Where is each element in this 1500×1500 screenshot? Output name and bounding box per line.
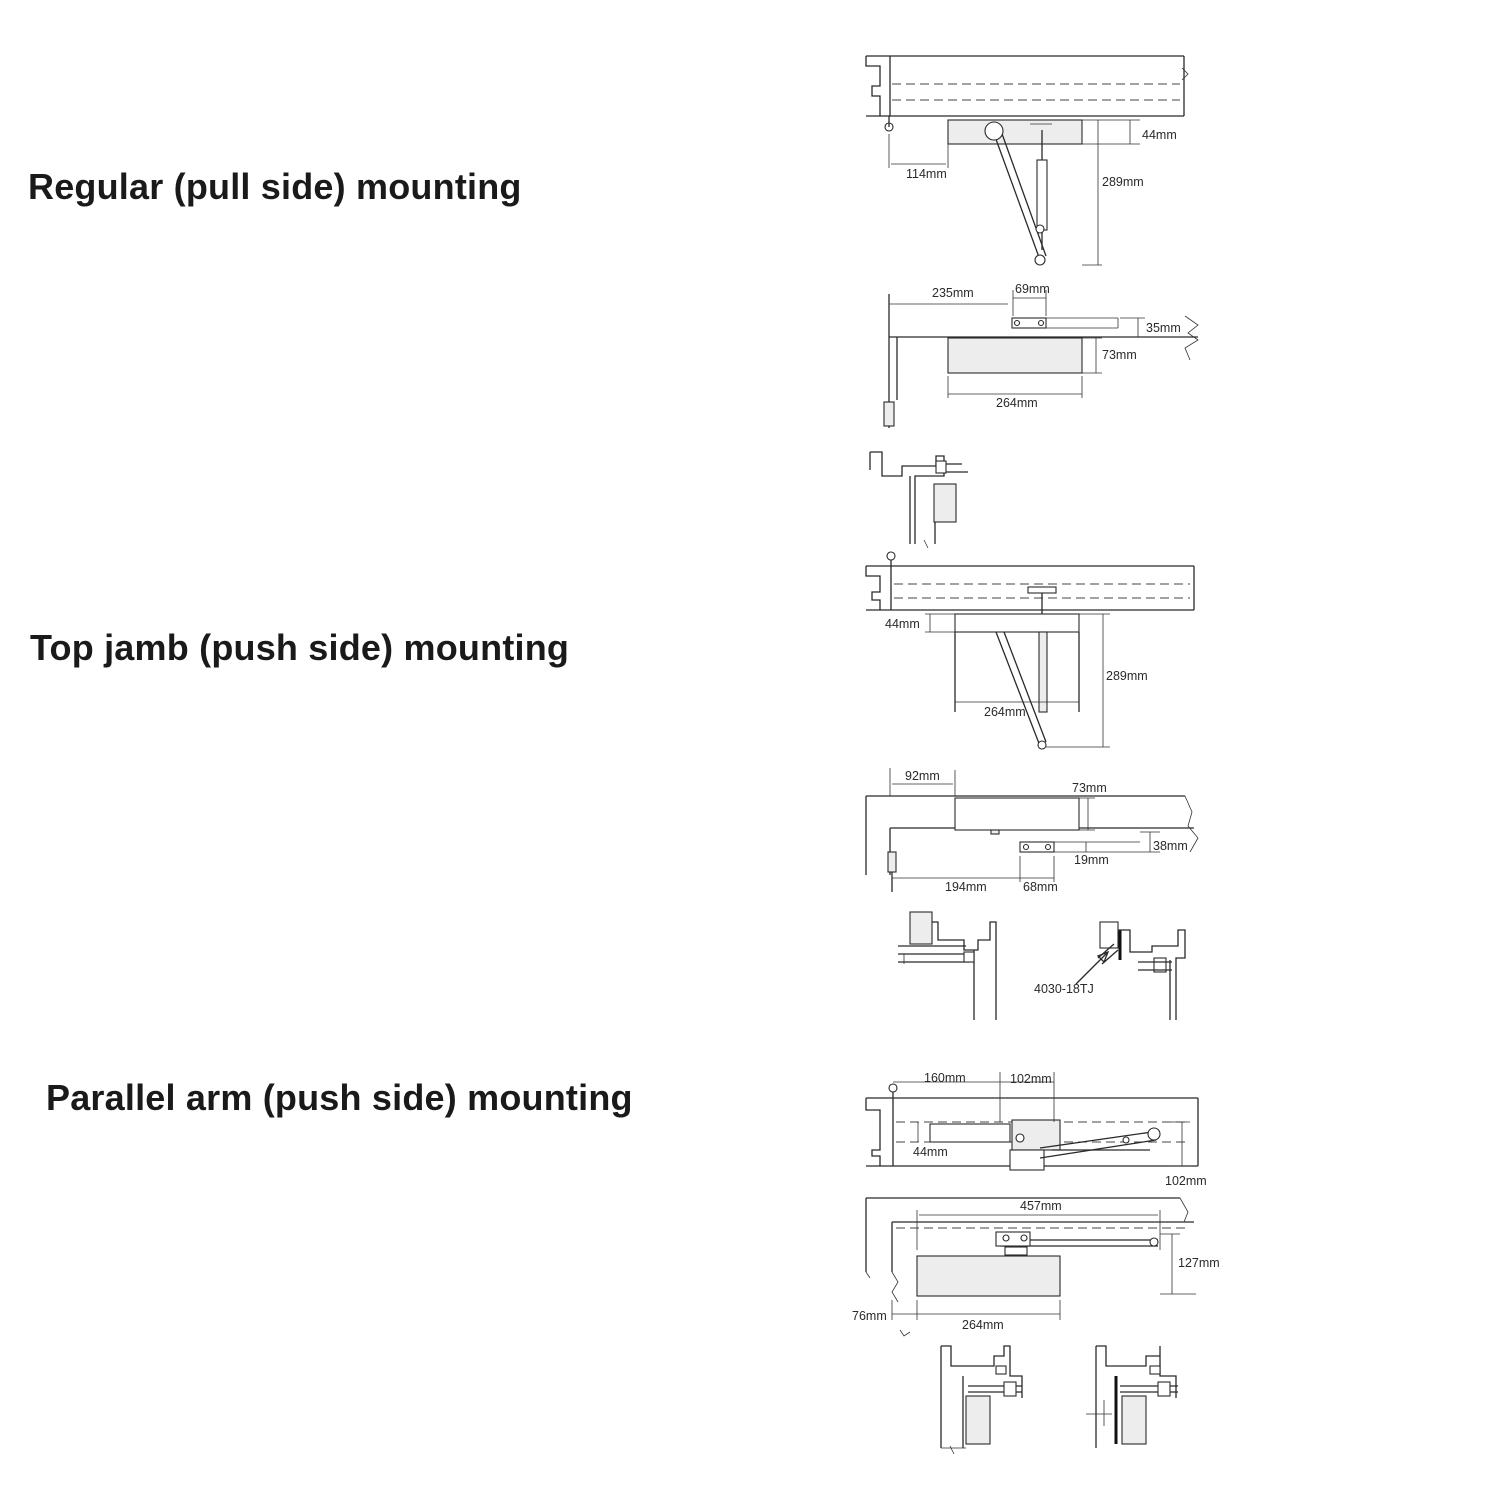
regular-elevation-drawing: 235mm 69mm 35mm 73mm 264mm [883,282,1199,428]
parallel-plan-drawing: 160mm 102mm 44mm 102mm [865,1071,1207,1188]
regular-mounting-title: Regular (pull side) mounting [28,166,522,207]
top-jamb-plan-drawing: 44mm 264mm 289mm [865,551,1195,750]
regular-elev-dim-235: 235mm [932,286,974,300]
parallel-elev-dim-127: 127mm [1178,1256,1220,1270]
regular-plan-drawing: 44mm 114mm 289mm [865,55,1189,266]
parallel-elev-dim-457: 457mm [1020,1199,1062,1213]
top-jamb-plan-dim-44: 44mm [885,617,920,631]
parallel-plan-dim-160: 160mm [924,1071,966,1085]
parallel-elev-dim-76: 76mm [852,1309,887,1323]
bracket-label-4030-18tj: 4030-18TJ [1034,982,1094,996]
parallel-arm-mounting-title: Parallel arm (push side) mounting [46,1077,633,1118]
regular-elev-dim-69: 69mm [1015,282,1050,296]
top-jamb-section-details: 4030-18TJ [898,911,1186,1020]
regular-elev-dim-35: 35mm [1146,321,1181,335]
regular-plan-dim-289: 289mm [1102,175,1144,189]
parallel-plan-dim-102-right: 102mm [1165,1174,1207,1188]
top-jamb-elev-dim-68: 68mm [1023,880,1058,894]
top-jamb-plan-dim-264: 264mm [984,705,1026,719]
regular-section-detail [869,451,968,549]
parallel-plan-dim-102-top: 102mm [1010,1072,1052,1086]
top-jamb-elev-dim-19: 19mm [1074,853,1109,867]
parallel-elev-dim-264: 264mm [962,1318,1004,1332]
top-jamb-elevation-drawing: 92mm 73mm 38mm 19mm 194mm 68mm [865,768,1199,894]
parallel-section-details [940,1345,1178,1455]
top-jamb-elev-dim-194: 194mm [945,880,987,894]
top-jamb-elev-dim-38: 38mm [1153,839,1188,853]
regular-plan-dim-44: 44mm [1142,128,1177,142]
top-jamb-mounting-title: Top jamb (push side) mounting [30,627,570,668]
top-jamb-plan-dim-289: 289mm [1106,669,1148,683]
parallel-plan-dim-44: 44mm [913,1145,948,1159]
regular-elev-dim-264: 264mm [996,396,1038,410]
parallel-elevation-drawing: 457mm 127mm 76mm 264mm [852,1197,1220,1337]
regular-elev-dim-73: 73mm [1102,348,1137,362]
regular-plan-dim-114: 114mm [906,167,947,181]
top-jamb-elev-dim-73: 73mm [1072,781,1107,795]
top-jamb-elev-dim-92: 92mm [905,769,940,783]
